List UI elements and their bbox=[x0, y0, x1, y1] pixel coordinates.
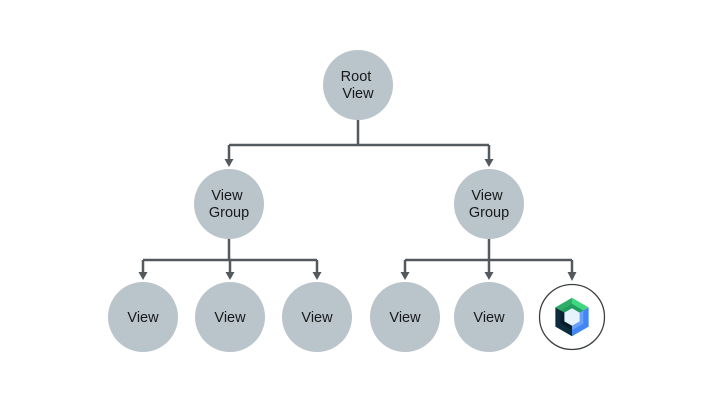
node-label: View bbox=[127, 310, 159, 326]
arrow-down-icon bbox=[225, 272, 235, 280]
node-label: View Group bbox=[469, 188, 509, 221]
node-compose bbox=[538, 283, 606, 351]
node-label: Root View bbox=[341, 69, 376, 102]
node-view-5: View bbox=[454, 282, 524, 352]
node-view-4: View bbox=[370, 282, 440, 352]
arrow-down-icon bbox=[312, 272, 322, 280]
node-circle bbox=[454, 282, 524, 352]
node-view-1: View bbox=[108, 282, 178, 352]
arrow-down-icon bbox=[484, 159, 494, 167]
node-label: View bbox=[473, 310, 505, 326]
node-view-2: View bbox=[195, 282, 265, 352]
arrow-down-icon bbox=[138, 272, 148, 280]
node-view-3: View bbox=[282, 282, 352, 352]
node-circle bbox=[323, 50, 393, 120]
node-circle bbox=[282, 282, 352, 352]
connector-right-group-to-views bbox=[400, 239, 577, 281]
connector-left-group-to-views bbox=[138, 239, 322, 280]
node-circle bbox=[194, 169, 264, 239]
arrow-down-icon bbox=[224, 159, 234, 167]
connector-line bbox=[403, 239, 574, 273]
connector-line bbox=[141, 239, 319, 273]
arrow-down-icon bbox=[484, 272, 494, 280]
connector-line bbox=[227, 120, 491, 160]
node-view-group-right: View Group bbox=[454, 169, 524, 239]
arrow-down-icon bbox=[567, 272, 577, 281]
node-circle bbox=[370, 282, 440, 352]
node-view-group-left: View Group bbox=[194, 169, 264, 239]
node-circle bbox=[195, 282, 265, 352]
connector-root-to-viewgroups bbox=[224, 120, 494, 167]
node-circle bbox=[454, 169, 524, 239]
node-label: View bbox=[301, 310, 333, 326]
node-label: View Group bbox=[209, 188, 249, 221]
arrow-down-icon bbox=[400, 272, 410, 280]
node-circle bbox=[108, 282, 178, 352]
jetpack-compose-icon bbox=[555, 297, 589, 337]
compose-hole bbox=[564, 308, 580, 326]
node-label: View bbox=[214, 310, 246, 326]
node-label: View bbox=[389, 310, 421, 326]
node-root-view: Root View bbox=[323, 50, 393, 120]
